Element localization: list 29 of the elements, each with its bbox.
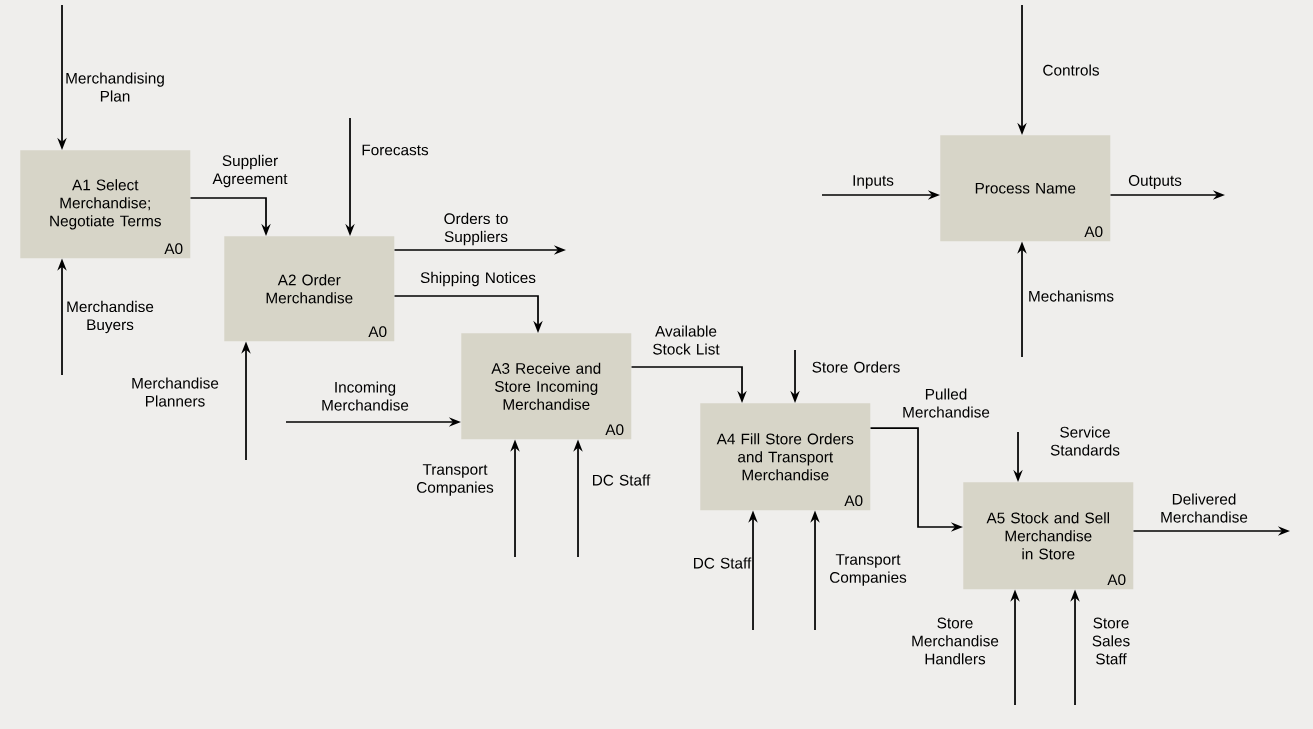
process-box: A1 Select Merchandise; Negotiate Terms A0 bbox=[20, 150, 191, 259]
edge-label: Supplier Agreement bbox=[212, 154, 288, 188]
edge-label: Outputs bbox=[1128, 175, 1182, 189]
edge-label: Transport Companies bbox=[830, 554, 907, 586]
edge-label: Pulled Merchandise bbox=[903, 388, 990, 418]
edge-label: Store Orders bbox=[812, 361, 900, 373]
edge-label: DC Staff bbox=[694, 557, 752, 569]
edge-label: Store Merchandise Handlers bbox=[912, 617, 999, 665]
edge-label: Incoming Merchandise bbox=[322, 381, 409, 411]
edge-label: Forecasts bbox=[362, 144, 429, 156]
process-box: A2 Order Merchandise A0 bbox=[224, 236, 395, 342]
edge-label: Service Standards bbox=[1050, 426, 1120, 456]
process-box: A4 Fill Store Orders and Transport Merchandise A0 bbox=[700, 403, 871, 511]
process-box: A3 Receive and Store Incoming Merchandise A0 bbox=[461, 333, 632, 440]
edge-label: Transport Companies bbox=[417, 464, 494, 496]
edge-label: Merchandise Planners bbox=[132, 377, 219, 407]
edge-label: Controls bbox=[1043, 64, 1099, 76]
process-box: A5 Stock and Sell Merchandise in Store A0 bbox=[963, 482, 1134, 590]
process-box: Process Name A0 bbox=[940, 135, 1111, 242]
edge-label: Mechanisms bbox=[1029, 290, 1114, 302]
edge-label: Store Sales Staff bbox=[1092, 617, 1130, 665]
edge-label: Inputs bbox=[853, 175, 894, 189]
edge-label: Shipping Notices bbox=[420, 271, 536, 287]
edge-label: Merchandise Buyers bbox=[67, 300, 154, 334]
edge-label: Available Stock List bbox=[653, 325, 720, 355]
edge-label: Merchandising Plan bbox=[66, 72, 164, 102]
edge-label: Delivered Merchandise bbox=[1161, 493, 1248, 523]
edge-label: DC Staff bbox=[593, 474, 651, 486]
edge-label: Orders to Suppliers bbox=[444, 212, 508, 246]
